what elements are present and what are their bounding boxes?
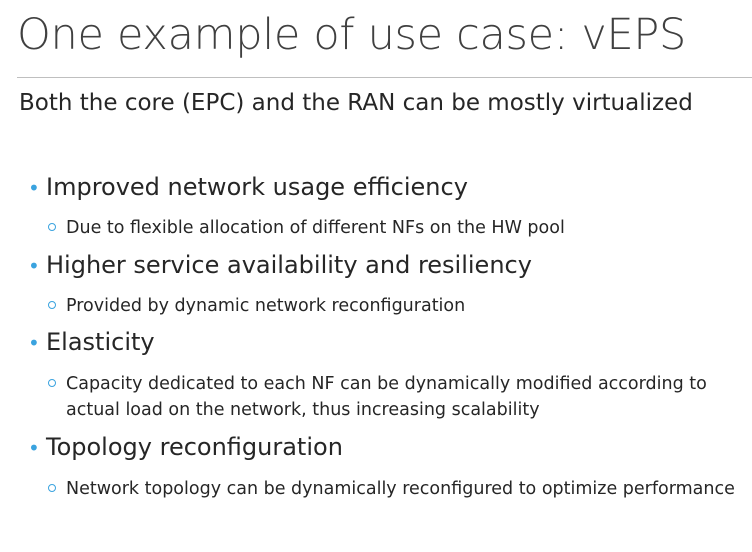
bullet-text: Improved network usage efficiency [46, 173, 468, 201]
sub-bullet-text: Capacity dedicated to each NF can be dyn… [66, 374, 707, 420]
bullet-item: • Elasticity [28, 328, 155, 357]
sub-bullet-item: Capacity dedicated to each NF can be dyn… [48, 371, 738, 423]
bullet-text: Topology reconfiguration [46, 433, 343, 461]
sub-bullet-ring-icon [48, 379, 56, 387]
bullet-text: Higher service availability and resilien… [46, 251, 532, 279]
sub-bullet-ring-icon [48, 301, 56, 309]
sub-bullet-item: Provided by dynamic network reconfigurat… [48, 293, 738, 319]
sub-bullet-text: Provided by dynamic network reconfigurat… [66, 296, 466, 316]
bullet-item: • Higher service availability and resili… [28, 251, 532, 280]
bullet-dot-icon: • [28, 176, 40, 200]
sub-bullet-ring-icon [48, 484, 56, 492]
bullet-dot-icon: • [28, 254, 40, 278]
bullet-text: Elasticity [46, 328, 155, 356]
sub-bullet-text: Due to flexible allocation of different … [66, 218, 565, 238]
slide-title: One example of use case: vEPS [17, 10, 687, 60]
bullet-dot-icon: • [28, 331, 40, 355]
title-divider [17, 77, 752, 78]
slide-subtitle: Both the core (EPC) and the RAN can be m… [19, 90, 693, 116]
sub-bullet-item: Network topology can be dynamically reco… [48, 476, 738, 502]
sub-bullet-ring-icon [48, 223, 56, 231]
sub-bullet-item: Due to flexible allocation of different … [48, 215, 738, 241]
bullet-item: • Topology reconfiguration [28, 433, 343, 462]
sub-bullet-text: Network topology can be dynamically reco… [66, 479, 735, 499]
bullet-item: • Improved network usage efficiency [28, 173, 468, 202]
bullet-dot-icon: • [28, 436, 40, 460]
